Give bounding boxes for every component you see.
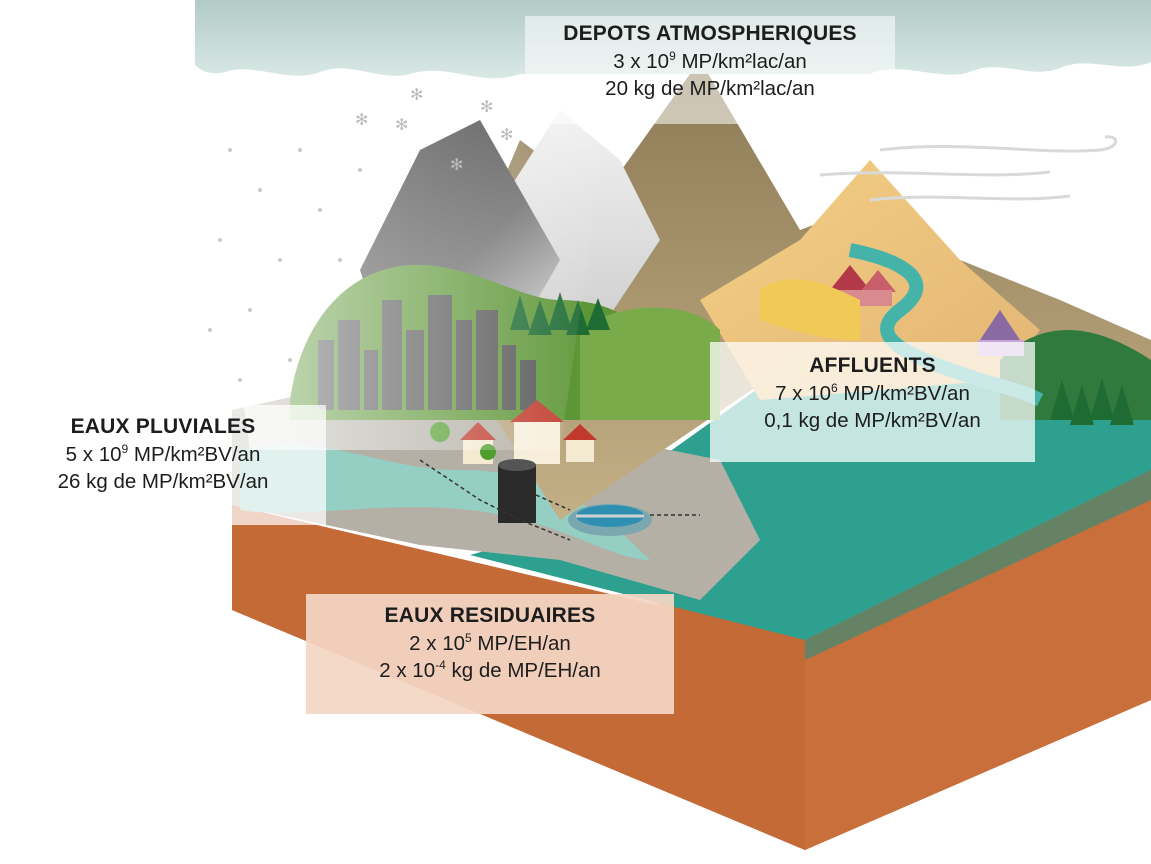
wastewater-count: 2 x 105 MP/EH/an <box>306 630 674 657</box>
atmospheric-deposits-count-exponent: 9 <box>669 48 676 63</box>
svg-text:✻: ✻ <box>395 115 408 134</box>
tributaries-count-unit: MP/km²BV/an <box>837 381 970 405</box>
tributaries-count-base: 7 x 10 <box>775 381 832 405</box>
stormwater-count-exponent: 9 <box>121 441 129 456</box>
wastewater-label: EAUX RESIDUAIRES 2 x 105 MP/EH/an 2 x 10… <box>306 594 674 714</box>
stormwater-label: EAUX PLUVIALES 5 x 109 MP/km²BV/an 26 kg… <box>0 405 326 525</box>
treatment-plant <box>498 459 652 536</box>
raindrops <box>208 148 362 382</box>
atmospheric-deposits-title: DEPOTS ATMOSPHERIQUES <box>563 22 857 45</box>
svg-text:✻: ✻ <box>500 125 513 144</box>
stormwater-mass: 26 kg de MP/km²BV/an <box>57 469 269 493</box>
rain-veil <box>195 40 620 450</box>
atmospheric-deposits-count-base: 3 x 10 <box>613 49 670 73</box>
wastewater-mass-base: 2 x 10 <box>379 658 436 682</box>
wind-lines <box>819 135 1118 202</box>
wastewater-count-base: 2 x 10 <box>409 631 466 655</box>
wastewater-mass-exponent: -4 <box>435 657 446 672</box>
sewer-pipes <box>419 459 700 541</box>
field <box>760 279 860 340</box>
stormwater-count-unit: MP/km²BV/an <box>128 442 261 466</box>
tributaries-mass: 0,1 kg de MP/km²BV/an <box>764 408 981 432</box>
svg-text:✻: ✻ <box>355 110 368 129</box>
atmospheric-deposits-count-unit: MP/km²lac/an <box>675 49 807 73</box>
atmospheric-deposits-mass: 20 kg de MP/km²lac/an <box>605 76 815 100</box>
svg-text:✻: ✻ <box>480 97 493 116</box>
tributaries-title: AFFLUENTS <box>809 354 936 377</box>
stormwater-title: EAUX PLUVIALES <box>70 415 256 438</box>
wastewater-count-exponent: 5 <box>465 630 472 645</box>
atmospheric-deposits-label: DEPOTS ATMOSPHERIQUES 3 x 109 MP/km²lac/… <box>525 16 895 124</box>
tributaries-count-exponent: 6 <box>831 380 838 395</box>
wastewater-mass: 2 x 10-4 kg de MP/EH/an <box>306 657 674 684</box>
svg-text:✻: ✻ <box>450 155 463 174</box>
wastewater-count-unit: MP/EH/an <box>471 631 571 655</box>
stormwater-count: 5 x 109 MP/km²BV/an <box>0 441 326 468</box>
snowflakes: ✻✻✻ ✻✻✻ <box>355 85 513 174</box>
svg-text:✻: ✻ <box>410 85 423 104</box>
wastewater-mass-unit: kg de MP/EH/an <box>445 658 601 682</box>
stormwater-count-base: 5 x 10 <box>65 442 122 466</box>
atmospheric-deposits-count: 3 x 109 MP/km²lac/an <box>525 48 895 75</box>
tributaries-count: 7 x 106 MP/km²BV/an <box>710 380 1035 407</box>
wastewater-title: EAUX RESIDUAIRES <box>384 604 596 627</box>
tributaries-label: AFFLUENTS 7 x 106 MP/km²BV/an 0,1 kg de … <box>710 342 1035 462</box>
